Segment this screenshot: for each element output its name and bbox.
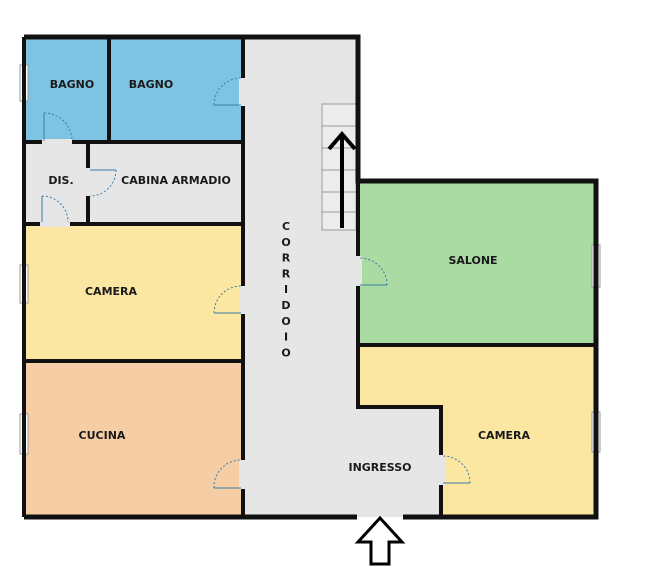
svg-text:O: O [281,236,290,249]
svg-text:C: C [282,220,290,233]
label-camera-2: CAMERA [478,429,531,442]
label-bagno-2: BAGNO [129,78,173,91]
svg-text:I: I [284,283,288,296]
label-salone: SALONE [448,254,497,267]
svg-text:R: R [282,252,291,265]
doors [40,77,471,489]
room-dis [24,143,88,223]
label-ingresso: INGRESSO [348,461,411,474]
room-camera-2 [358,344,596,517]
svg-text:I: I [284,331,288,344]
svg-text:D: D [281,299,290,312]
label-cucina: CUCINA [79,429,126,442]
stairs [321,103,357,231]
label-dis: DIS. [48,174,73,187]
label-camera-1: CAMERA [85,285,138,298]
svg-text:O: O [281,346,290,359]
room-corridoio [243,37,441,517]
label-bagno-1: BAGNO [50,78,94,91]
room-camera-1 [24,225,243,360]
room-salone [358,181,596,344]
label-cabina-armadio: CABINA ARMADIO [121,174,231,187]
stairs-up-arrow-icon [327,130,357,228]
room-cabina-armadio [90,143,243,223]
entrance-arrow-icon [354,515,406,566]
outer-walls [24,34,599,520]
room-cucina [24,362,243,517]
svg-text:O: O [281,315,290,328]
svg-text:R: R [282,267,291,280]
room-bagno-2 [110,37,243,141]
